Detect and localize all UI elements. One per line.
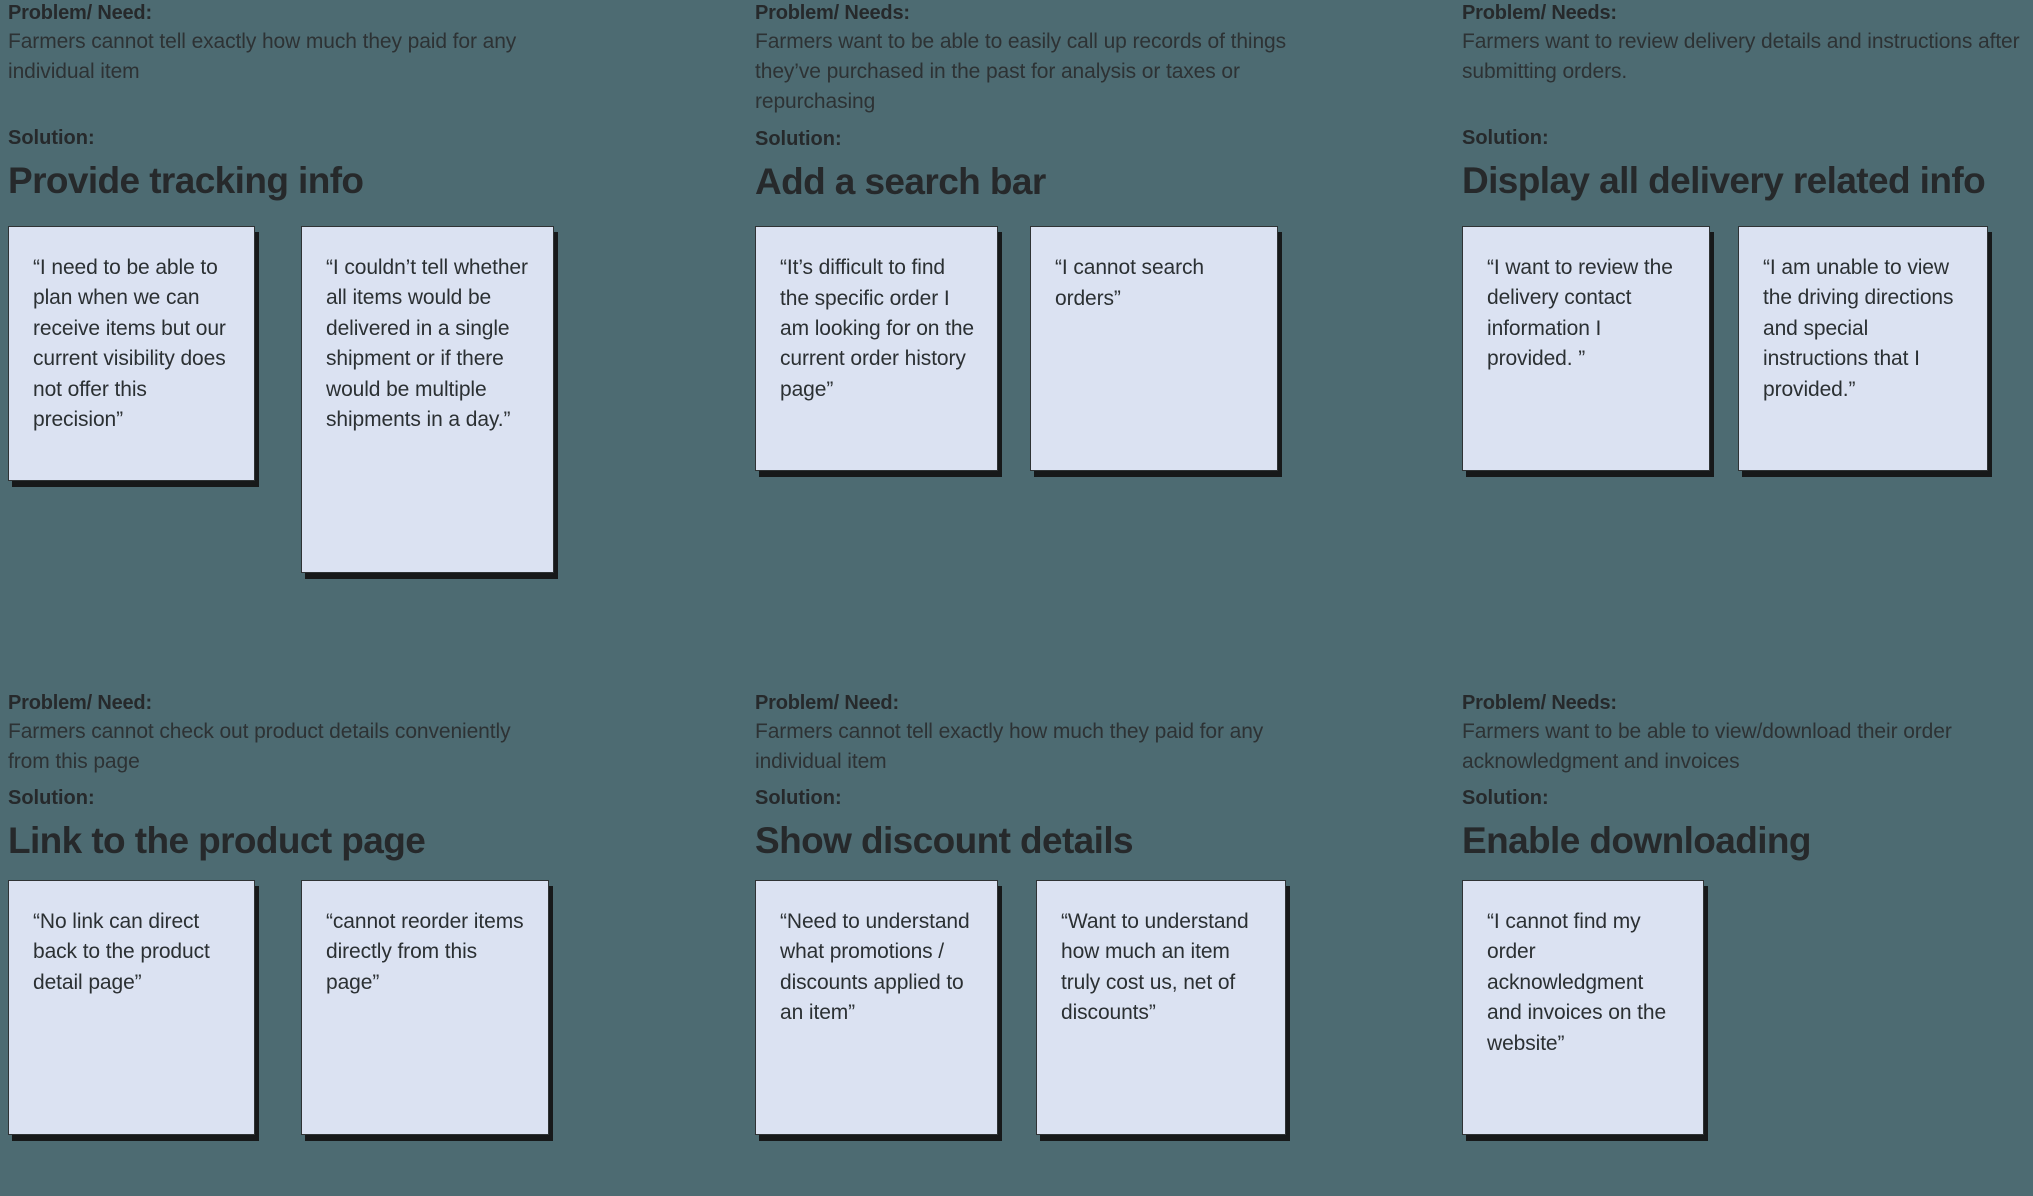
insight-block-discount-details: Problem/ Need: Farmers cannot tell exact…	[755, 690, 1455, 1135]
sticky-note-text: “I want to review the delivery contact i…	[1487, 255, 1673, 371]
problem-label: Problem/ Needs:	[1462, 692, 1617, 714]
problem-text: Farmers cannot check out product details…	[8, 720, 511, 774]
solution-title: Enable downloading	[1462, 820, 1812, 862]
spacer	[1462, 87, 2033, 125]
spacer	[8, 864, 738, 880]
sticky-note[interactable]: “Need to understand what promotions / di…	[755, 879, 998, 1135]
sticky-note-group: “I need to be able to plan when we can r…	[8, 225, 738, 573]
problem-label: Problem/ Needs:	[1462, 2, 1617, 24]
problem-text: Farmers want to be able to view/download…	[1462, 720, 1952, 774]
spacer	[8, 204, 738, 226]
solution-label: Solution:	[755, 787, 842, 810]
sticky-note[interactable]: “It’s difficult to find the specific ord…	[755, 226, 998, 472]
sticky-note-group: “It’s difficult to find the specific ord…	[755, 226, 1455, 472]
sticky-note[interactable]: “cannot reorder items directly from this…	[301, 879, 549, 1135]
solution-title: Provide tracking info	[8, 160, 364, 202]
spacer	[8, 87, 738, 125]
sticky-note-text: “No link can direct back to the product …	[33, 909, 210, 994]
sticky-note[interactable]: “I couldn’t tell whether all items would…	[301, 225, 554, 573]
insight-block-delivery-info: Problem/ Needs: Farmers want to review d…	[1462, 0, 2033, 471]
spacer	[755, 118, 1455, 126]
solution-title: Link to the product page	[8, 820, 426, 862]
solution-title: Add a search bar	[755, 160, 1046, 202]
solution-label: Solution:	[8, 787, 95, 810]
solution-label: Solution:	[1462, 127, 1549, 150]
insight-block-enable-downloading: Problem/ Needs: Farmers want to be able …	[1462, 690, 2033, 1135]
spacer	[8, 811, 738, 819]
sticky-note-text: “Need to understand what promotions / di…	[780, 909, 970, 1025]
sticky-note-text: “cannot reorder items directly from this…	[326, 909, 524, 994]
sticky-note[interactable]: “I need to be able to plan when we can r…	[8, 225, 255, 481]
sticky-note[interactable]: “I am unable to view the driving directi…	[1738, 225, 1988, 471]
sticky-note-text: “It’s difficult to find the specific ord…	[780, 256, 975, 401]
solution-title: Show discount details	[755, 820, 1134, 862]
spacer	[755, 811, 1455, 819]
spacer	[755, 864, 1455, 880]
solution-label: Solution:	[1462, 787, 1549, 810]
problem-text: Farmers cannot tell exactly how much the…	[755, 720, 1264, 774]
insight-block-search-bar: Problem/ Needs: Farmers want to be able …	[755, 0, 1455, 472]
sticky-note[interactable]: “I cannot find my order acknowledgment a…	[1462, 879, 1704, 1135]
spacer	[1462, 151, 2033, 159]
sticky-note[interactable]: “Want to understand how much an item tru…	[1036, 879, 1286, 1135]
problem-label: Problem/ Need:	[755, 692, 899, 714]
spacer	[1462, 864, 2033, 880]
sticky-note-group: “I want to review the delivery contact i…	[1462, 225, 2033, 471]
problem-text: Farmers cannot tell exactly how much the…	[8, 30, 517, 84]
solution-title: Display all delivery related info	[1462, 160, 1986, 202]
spacer	[1462, 811, 2033, 819]
sticky-note-text: “I couldn’t tell whether all items would…	[326, 255, 528, 432]
problem-label: Problem/ Needs:	[755, 2, 910, 24]
spacer	[1462, 777, 2033, 785]
spacer	[755, 777, 1455, 785]
sticky-note[interactable]: “I want to review the delivery contact i…	[1462, 225, 1710, 471]
solution-label: Solution:	[755, 127, 842, 150]
solution-label: Solution:	[8, 127, 95, 150]
problem-text: Farmers want to be able to easily call u…	[755, 30, 1287, 114]
problem-label: Problem/ Need:	[8, 2, 152, 24]
spacer	[8, 151, 738, 159]
sticky-note-group: “I cannot find my order acknowledgment a…	[1462, 879, 2033, 1135]
sticky-note-text: “I need to be able to plan when we can r…	[33, 255, 226, 432]
sticky-note-text: “I cannot search orders”	[1055, 256, 1204, 310]
sticky-note-text: “I am unable to view the driving directi…	[1763, 255, 1954, 401]
sticky-note-text: “I cannot find my order acknowledgment a…	[1487, 909, 1667, 1055]
sticky-note-group: “Need to understand what promotions / di…	[755, 879, 1455, 1135]
sticky-note-group: “No link can direct back to the product …	[8, 879, 738, 1135]
spacer	[755, 204, 1455, 226]
insight-block-tracking-info: Problem/ Need: Farmers cannot tell exact…	[8, 0, 738, 573]
sticky-note-text: “Want to understand how much an item tru…	[1061, 909, 1249, 1025]
problem-text: Farmers want to review delivery details …	[1462, 30, 2020, 84]
sticky-note[interactable]: “I cannot search orders”	[1030, 226, 1278, 472]
spacer	[755, 152, 1455, 160]
spacer	[1462, 204, 2033, 226]
sticky-note[interactable]: “No link can direct back to the product …	[8, 879, 255, 1135]
problem-label: Problem/ Need:	[8, 692, 152, 714]
spacer	[8, 777, 738, 785]
insight-block-product-page-link: Problem/ Need: Farmers cannot check out …	[8, 690, 738, 1135]
